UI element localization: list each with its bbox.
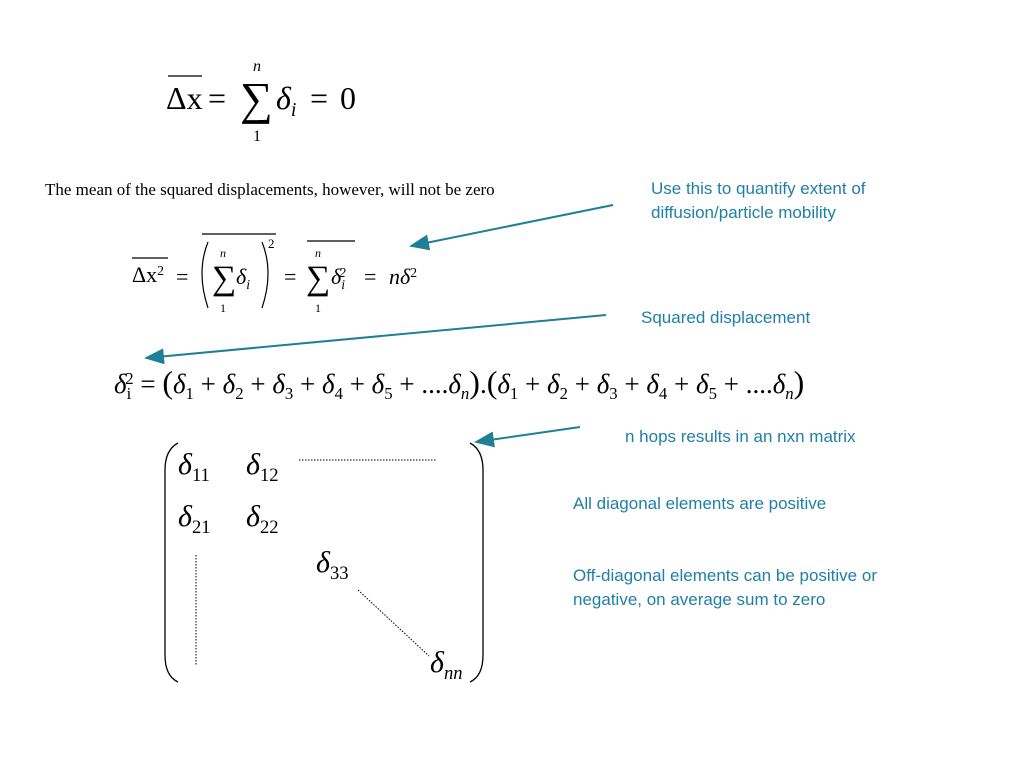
eq1-sum-lower: 1 (253, 128, 261, 145)
arrow-squared (144, 314, 607, 365)
eq2-upper-1: n (220, 246, 226, 260)
eq2-right-paren (261, 241, 269, 309)
eq1-sum-upper: n (253, 58, 261, 75)
eq2-equals-2: = (284, 264, 297, 289)
eq1-sum-symbol: ∑ (240, 73, 273, 124)
arrow-matrix (474, 426, 581, 448)
matrix-d21: δ21 (178, 500, 211, 538)
eq2-delta-1: δi (236, 264, 251, 292)
eq2-left-paren (201, 241, 209, 309)
eq2-upper-2: n (315, 246, 321, 260)
eq2-outer-sup: 2 (268, 236, 275, 251)
eq2-equals-1: = (176, 264, 189, 289)
matrix-d12: δ12 (246, 448, 279, 486)
note-off-diagonal: Off-diagonal elements can be positive or… (573, 566, 877, 609)
matrix-diag-dots (357, 589, 430, 657)
eq2-lhs: Δx2 (132, 262, 164, 287)
eq2-sum-1: ∑ (212, 260, 237, 297)
eq2-sum-2: ∑ (306, 260, 331, 297)
matrix-dnn: δnn (430, 646, 463, 684)
note-mobility: Use this to quantify extent of diffusion… (651, 179, 866, 222)
note-diagonal: All diagonal elements are positive (573, 494, 827, 513)
arrow-mobility (409, 204, 614, 251)
matrix-d22: δ22 (246, 500, 279, 538)
eq2-equals-3: = (364, 264, 377, 289)
mean-statement: The mean of the squared displacements, h… (45, 180, 495, 199)
matrix-right-bracket (469, 442, 484, 683)
eq1-delta: Δx (166, 80, 203, 116)
eq2-lower-1: 1 (220, 301, 226, 315)
equation-3: δi2 = (δ1 + δ2 + δ3 + δ4 + δ5 + ....δn).… (114, 364, 805, 403)
eq2-lower-2: 1 (315, 301, 321, 315)
note-squared-displacement: Squared displacement (641, 308, 811, 327)
eq1-zero: 0 (340, 80, 356, 116)
eq1-delta-var: δi (276, 80, 297, 121)
matrix-left-bracket (164, 442, 179, 683)
eq2-rhs: nδ2 (389, 264, 418, 289)
eq1-equals-2: = (310, 80, 329, 116)
matrix-d33: δ33 (316, 546, 349, 584)
eq1-equals: = (208, 80, 227, 116)
note-matrix: n hops results in an nxn matrix (625, 427, 856, 446)
matrix-d11: δ11 (178, 448, 210, 486)
eq2-delta-sq: δi2 (331, 264, 346, 292)
